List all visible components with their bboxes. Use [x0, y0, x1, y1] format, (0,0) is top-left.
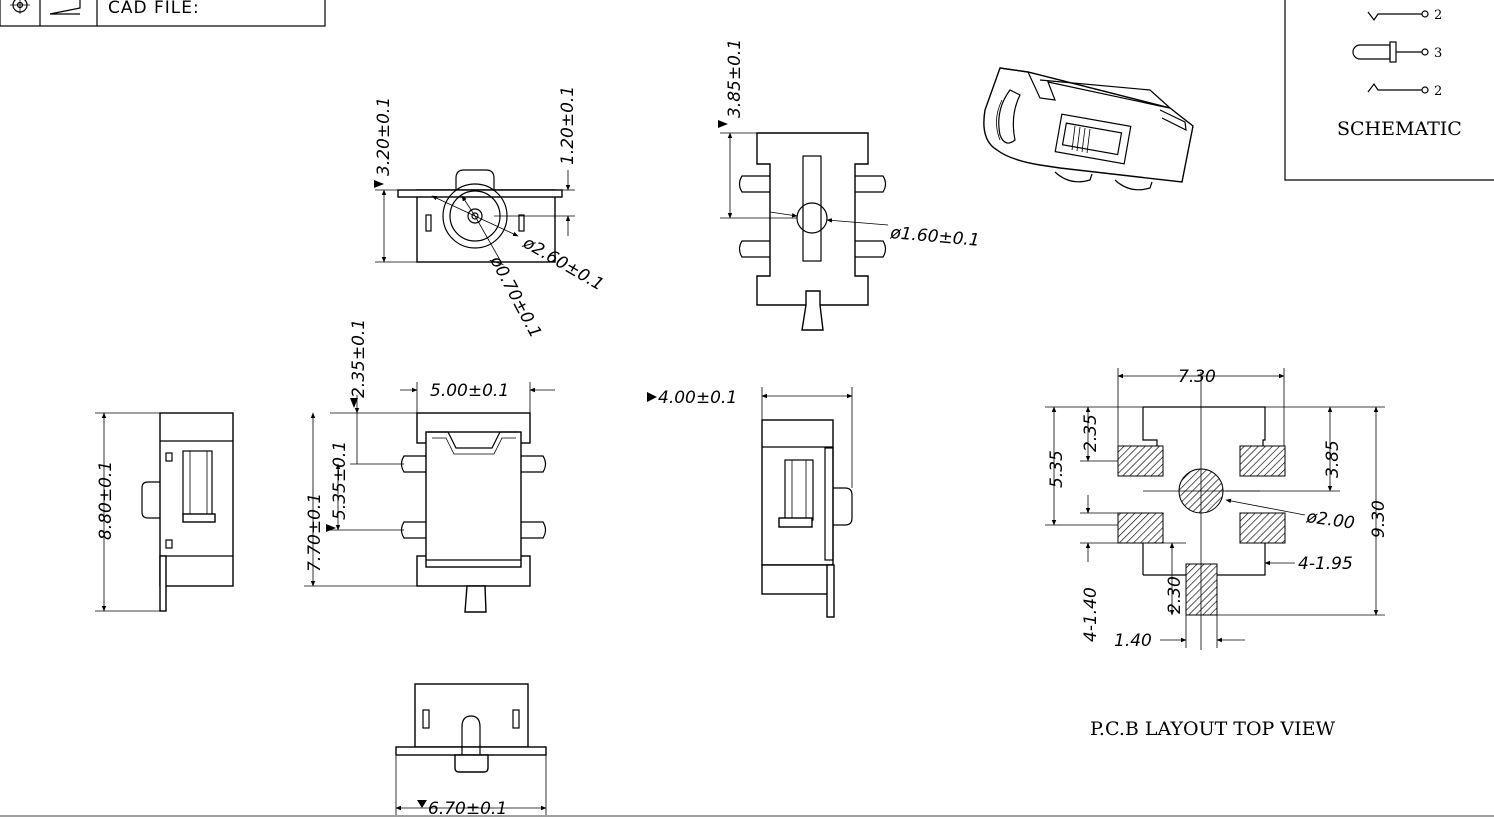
cad-file-label: CAD FILE:	[108, 0, 200, 18]
projection-symbol-icon	[10, 0, 81, 15]
dim-7-70: 7.70±0.1	[305, 493, 325, 572]
pcb-pad-top-left	[1117, 445, 1164, 477]
pcb-dim-9-30: 9.30	[1369, 500, 1389, 538]
pcb-pad-center	[1185, 563, 1218, 616]
schematic-pin-bot: 2	[1434, 84, 1442, 99]
pcb-pad-bottom-left	[1117, 512, 1164, 544]
dim-5-00: 5.00±0.1	[430, 381, 509, 401]
bottom-view: 6.70±0.1	[395, 683, 547, 819]
isometric-view	[983, 67, 1194, 191]
dim-6-70: 6.70±0.1	[428, 799, 507, 819]
schematic-box: 2 3 2 SCHEMATIC	[1284, 0, 1494, 181]
dim-3-85-top: 3.85±0.1	[725, 39, 745, 118]
pcb-dim-5-35: 5.35	[1047, 450, 1067, 488]
pcb-layout: 7.30 5.35 2.35 4-1.40 2.30 1.40 3.85 9.3…	[1045, 367, 1389, 740]
dim-4-00: 4.00±0.1	[658, 388, 737, 408]
pcb-dim-3-85: 3.85	[1323, 440, 1343, 478]
pcb-dim-1-40: 1.40	[1114, 631, 1152, 651]
pcb-dim-1-40-vertical: 4-1.40	[1081, 587, 1101, 642]
dim-2-60: ø2.60±0.1	[519, 233, 607, 296]
pcb-title: P.C.B LAYOUT TOP VIEW	[1090, 718, 1335, 740]
pcb-dim-2-35: 2.35	[1081, 414, 1101, 452]
pcb-dim-2-30: 2.30	[1165, 576, 1185, 614]
schematic-pin-top: 2	[1434, 8, 1442, 23]
dim-1-60: ø1.60±0.1	[889, 223, 981, 251]
pcb-pad-bottom-right	[1239, 512, 1286, 544]
dim-2-35: 2.35±0.1	[349, 319, 369, 398]
dim-8-80: 8.80±0.1	[96, 461, 116, 540]
pcb-dim-7-30: 7.30	[1178, 367, 1216, 387]
schematic-pin-mid: 3	[1434, 46, 1442, 61]
title-block: CAD FILE:	[0, 0, 326, 27]
left-view: 8.80±0.1	[95, 412, 234, 612]
upper-side-view: 3.85±0.1 ø1.60±0.1	[718, 39, 981, 331]
dim-1-20: 1.20±0.1	[558, 86, 578, 165]
dim-3-20: 3.20±0.1	[374, 97, 394, 176]
pcb-dim-hole: ø2.00	[1304, 507, 1356, 534]
dim-5-35-top: 5.35±0.1	[330, 441, 350, 520]
pcb-pad-top-right	[1239, 445, 1286, 477]
dim-0-70: ø0.70±0.1	[485, 252, 545, 341]
schematic-title: SCHEMATIC	[1337, 118, 1462, 140]
side-view: 4.00±0.1	[647, 387, 853, 618]
pcb-dim-pads: 4-1.95	[1298, 554, 1353, 574]
top-view: 5.00±0.1 2.35±0.1 7.70±0.1 5.35±0.1	[304, 319, 555, 613]
front-view: 3.20±0.1 1.20±0.1 ø2.60±0.1 ø0.70±0.1	[374, 86, 607, 341]
